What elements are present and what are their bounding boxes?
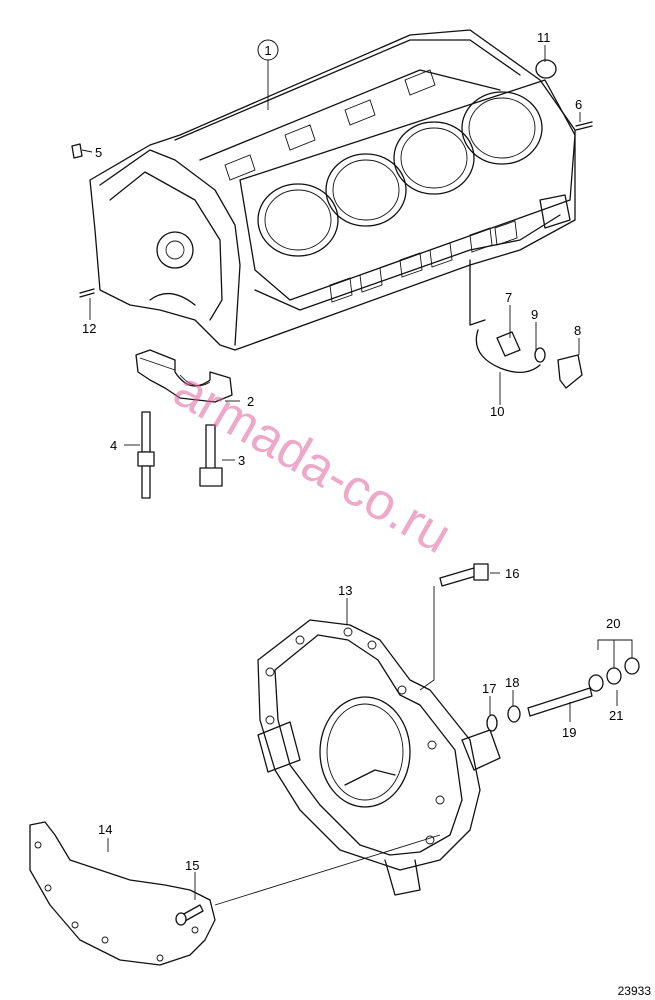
label-17: 17	[482, 681, 496, 696]
label-19: 19	[562, 725, 576, 740]
label-11: 11	[537, 30, 551, 45]
washer-18	[507, 705, 521, 723]
washer-17	[486, 714, 498, 732]
drawing-reference-number: 23933	[617, 984, 651, 998]
label-1: 1	[264, 43, 271, 58]
stud-19	[527, 687, 593, 717]
drain-valve-assembly	[469, 259, 583, 389]
label-3: 3	[238, 453, 245, 468]
flywheel-housing	[257, 619, 501, 896]
nut-20a	[588, 674, 604, 692]
label-15: 15	[185, 858, 199, 873]
dowel-pin-front	[71, 143, 83, 159]
label-4: 4	[110, 438, 117, 453]
label-14: 14	[98, 822, 112, 837]
cover-plate	[29, 821, 216, 966]
callout-1: 1	[257, 39, 279, 61]
expansion-plug	[535, 59, 557, 79]
label-6: 6	[575, 97, 582, 112]
label-10: 10	[490, 404, 504, 419]
washer-21	[606, 667, 622, 685]
cap-bolt	[199, 424, 223, 487]
leader-lines	[81, 45, 633, 906]
nut-20b	[624, 657, 640, 675]
label-16: 16	[505, 566, 519, 581]
label-2: 2	[247, 394, 254, 409]
label-8: 8	[574, 323, 581, 338]
dowel-pin-right	[575, 121, 593, 131]
label-5: 5	[95, 145, 102, 160]
main-bearing-cap	[135, 349, 233, 403]
label-20: 20	[606, 616, 620, 631]
label-9: 9	[531, 307, 538, 322]
label-12: 12	[82, 321, 96, 336]
label-18: 18	[505, 675, 519, 690]
housing-bolt	[439, 563, 489, 587]
dowel-pin-lower	[79, 288, 95, 298]
engine-block	[89, 29, 576, 351]
label-13: 13	[338, 583, 352, 598]
cover-screw	[175, 904, 204, 926]
stud-bolt	[137, 411, 155, 499]
label-7: 7	[505, 290, 512, 305]
label-21: 21	[609, 708, 623, 723]
